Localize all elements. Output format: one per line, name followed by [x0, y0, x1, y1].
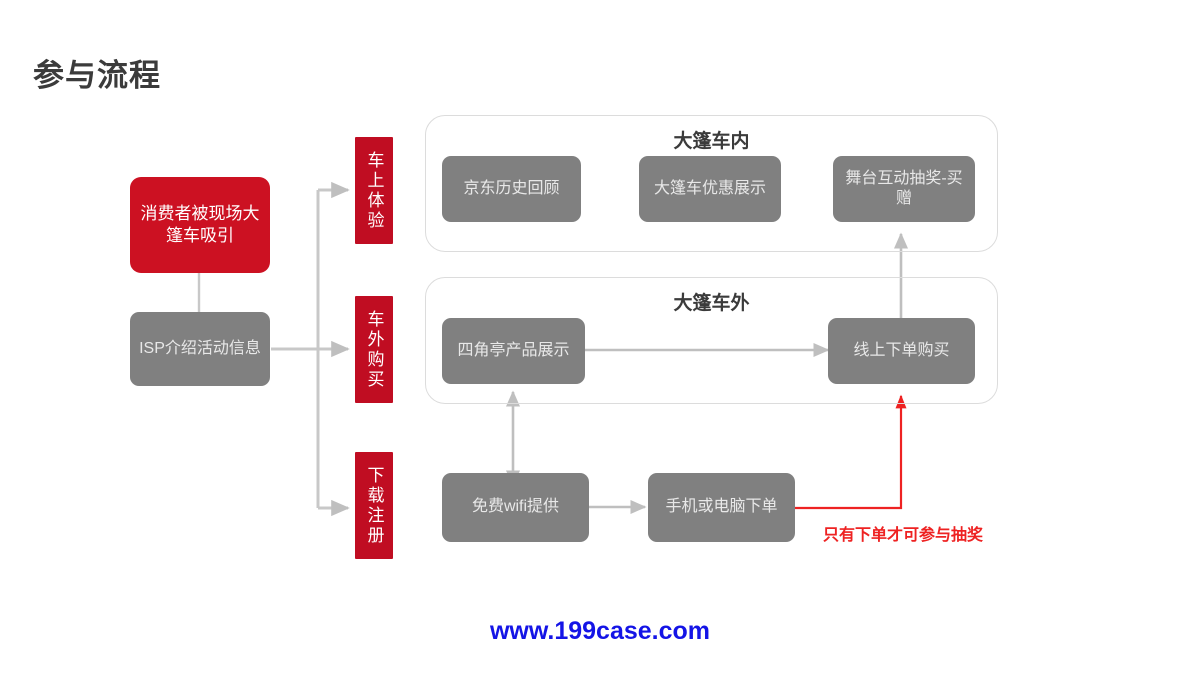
node-isp-info[interactable]: ISP介绍活动信息 [130, 312, 270, 386]
footer-website-url[interactable]: www.199case.com [489, 617, 711, 645]
page-title: 参与流程 [33, 58, 161, 93]
stage-label-download-register[interactable]: 下载注册 [355, 452, 393, 559]
panel-inside-caravan [425, 115, 998, 252]
node-stage-lottery-gift[interactable]: 舞台互动抽奖-买赠 [833, 156, 975, 222]
node-online-order-purchase[interactable]: 线上下单购买 [828, 318, 975, 384]
node-mobile-or-pc-order[interactable]: 手机或电脑下单 [648, 473, 795, 542]
node-consumer-attracted[interactable]: 消费者被现场大篷车吸引 [130, 177, 270, 273]
panel-title-inside-caravan: 大篷车内 [673, 131, 750, 152]
node-jd-history-review[interactable]: 京东历史回顾 [442, 156, 581, 222]
node-free-wifi[interactable]: 免费wifi提供 [442, 473, 589, 542]
node-caravan-promo-display[interactable]: 大篷车优惠展示 [639, 156, 781, 222]
stage-label-offboard-purchase[interactable]: 车外购买 [355, 296, 393, 403]
panel-outside-caravan [425, 277, 998, 404]
node-pavilion-product-display[interactable]: 四角亭产品展示 [442, 318, 585, 384]
panel-title-outside-caravan: 大篷车外 [673, 293, 750, 314]
stage-label-onboard-experience[interactable]: 车上体验 [355, 137, 393, 244]
annotation-lottery-requires-order: 只有下单才可参与抽奖 [823, 527, 984, 544]
